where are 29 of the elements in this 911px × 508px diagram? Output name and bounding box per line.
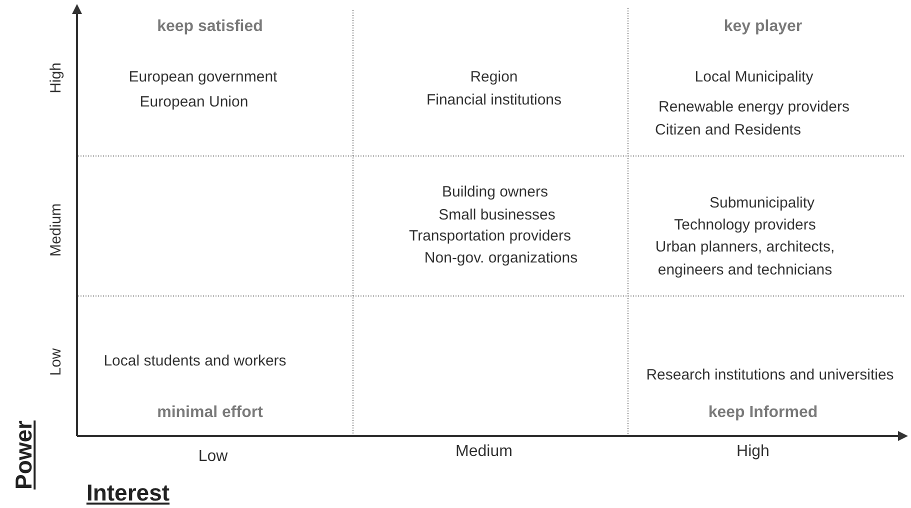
axis-title: Interest [86,478,170,508]
stakeholder-label: Submunicipality [709,194,815,214]
stakeholder-label: European Union [140,94,248,112]
stakeholder-label: Citizen and Residents [655,122,801,140]
stakeholder-label: Urban planners, architects, [655,238,835,258]
axis-tick-label: Medium [456,442,512,462]
stakeholder-label: Local Municipality [694,68,814,88]
stakeholder-label: Renewable energy providers [658,98,850,118]
quadrant-heading: minimal effort [157,403,263,423]
quadrant-heading: key player [724,17,802,37]
stakeholder-label: European government [128,68,278,88]
stakeholder-label: Region [470,68,518,88]
quadrant-heading: keep Informed [708,403,818,423]
stakeholder-label: Research institutions and universities [646,366,894,386]
axis-tick-label: High [736,442,770,462]
axis-title: Power [10,420,38,490]
stakeholder-label: Local students and workers [104,352,286,372]
axis-tick-label: Low [198,447,228,467]
axis-tick-label: Low [48,348,66,376]
stakeholder-label: Non-gov. organizations [424,250,578,268]
stakeholder-label: Technology providers [674,216,816,236]
axis-tick-label: High [48,62,66,94]
quadrant-heading: keep satisfied [157,17,263,37]
stakeholder-label: engineers and technicians [658,262,832,280]
stakeholder-label: Financial institutions [426,92,562,110]
axis-tick-label: Medium [48,203,66,257]
stakeholder-label: Building owners [442,184,548,202]
stakeholder-label: Transportation providers [408,228,572,246]
stakeholder-label: Small businesses [438,206,556,226]
